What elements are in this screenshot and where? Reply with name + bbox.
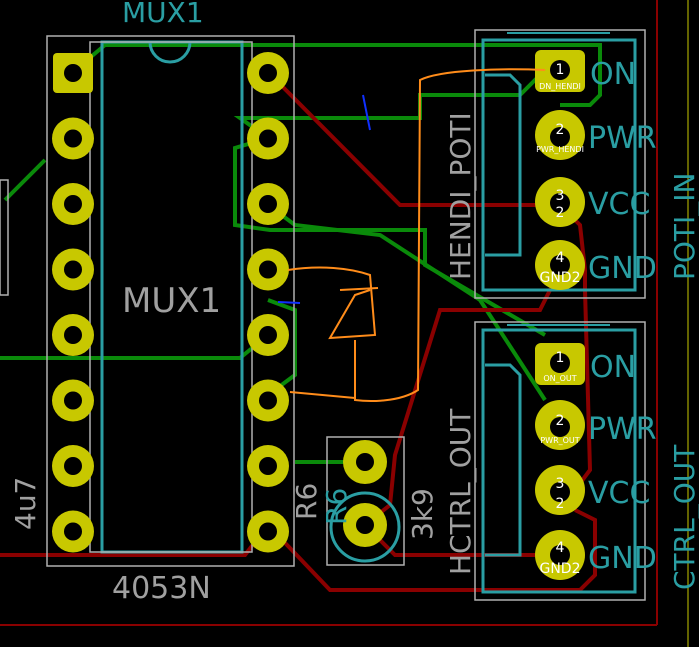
svg-text:VCC: VCC <box>588 476 650 511</box>
poti-pin-3[interactable]: 3 2 VCC <box>535 177 650 227</box>
blue-marks <box>277 94 371 304</box>
mux-pad-hole <box>259 64 277 82</box>
ctrl-pin-1[interactable]: 1 ON_OUT ON <box>535 343 636 385</box>
svg-text:1: 1 <box>556 350 565 366</box>
mux-pad-hole <box>259 522 277 541</box>
poti-pin-1[interactable]: 1 DN_HENDI ON <box>535 50 636 92</box>
r6-footprint <box>326 436 405 566</box>
r6-value: 3k9 <box>406 488 439 540</box>
mux-pad-hole <box>259 129 277 148</box>
svg-text:GND: GND <box>588 541 657 576</box>
mux-pad-hole <box>64 195 82 213</box>
mux-pad-hole <box>259 391 277 410</box>
mux-pad-hole <box>259 260 277 279</box>
mux1-pads <box>52 52 289 553</box>
poti-value-label: HENDI_POTI <box>444 112 477 280</box>
svg-text:GND: GND <box>588 251 657 286</box>
svg-text:VCC: VCC <box>588 187 650 222</box>
ctrl-pin-2[interactable]: 2 PWR_OUT PWR <box>535 400 657 450</box>
mux-pad-hole <box>64 391 82 410</box>
mux-pad-hole <box>64 522 82 541</box>
cap-value-label: 4u7 <box>9 477 42 530</box>
ctrl-pin-3[interactable]: 3 2 VCC <box>535 465 650 515</box>
mux-pad-hole <box>64 457 82 475</box>
hand-drawn-diode-annotation <box>287 68 546 402</box>
mux-pad-hole <box>64 260 82 279</box>
svg-text:2: 2 <box>556 413 565 429</box>
mux-pad-hole <box>64 326 82 344</box>
mux1-ref-label: MUX1 <box>122 0 204 29</box>
svg-text:ON: ON <box>590 350 636 385</box>
svg-text:PWR_OUT: PWR_OUT <box>540 436 579 445</box>
mux1-center-label: MUX1 <box>122 281 221 321</box>
svg-text:3: 3 <box>556 476 565 492</box>
svg-text:GND2: GND2 <box>539 270 580 286</box>
connector-poti-in <box>474 29 646 299</box>
svg-text:2: 2 <box>556 205 565 221</box>
mux1-footprint <box>46 35 295 567</box>
svg-text:PWR_HENDI: PWR_HENDI <box>536 145 584 154</box>
mux-pad-hole <box>259 326 277 344</box>
svg-text:1: 1 <box>556 62 565 78</box>
mux1-value-label: 4053N <box>112 571 211 606</box>
ctrl-ref-label: CTRL_OUT <box>668 444 699 590</box>
svg-text:3: 3 <box>556 188 565 204</box>
svg-text:2: 2 <box>556 122 565 138</box>
connector-ctrl-out <box>474 321 646 601</box>
svg-text:4: 4 <box>556 540 565 556</box>
poti-ref-label: POTI_IN <box>668 173 699 281</box>
cap-outline <box>0 179 9 296</box>
svg-text:PWR: PWR <box>588 412 657 447</box>
ctrl-value-label: HCTRL_OUT <box>444 408 477 575</box>
svg-text:GND2: GND2 <box>539 561 580 577</box>
svg-text:4: 4 <box>556 250 565 266</box>
mux-pad-hole <box>64 129 82 148</box>
svg-text:ON: ON <box>590 57 636 92</box>
mux-pad-hole <box>259 457 277 475</box>
svg-text:PWR: PWR <box>588 121 657 156</box>
svg-text:ON_OUT: ON_OUT <box>543 374 576 383</box>
poti-pin-2[interactable]: 2 PWR_HENDI PWR <box>535 110 657 160</box>
r6-ref-teal: R6 <box>320 488 353 525</box>
svg-text:DN_HENDI: DN_HENDI <box>539 82 581 91</box>
svg-text:2: 2 <box>556 496 565 512</box>
poti-pin-4[interactable]: 4 GND2 GND <box>535 240 657 290</box>
r6-ref-grey: R6 <box>290 483 323 520</box>
ctrl-pin-4[interactable]: 4 GND2 GND <box>535 530 657 580</box>
mux-pad-hole <box>259 195 277 213</box>
